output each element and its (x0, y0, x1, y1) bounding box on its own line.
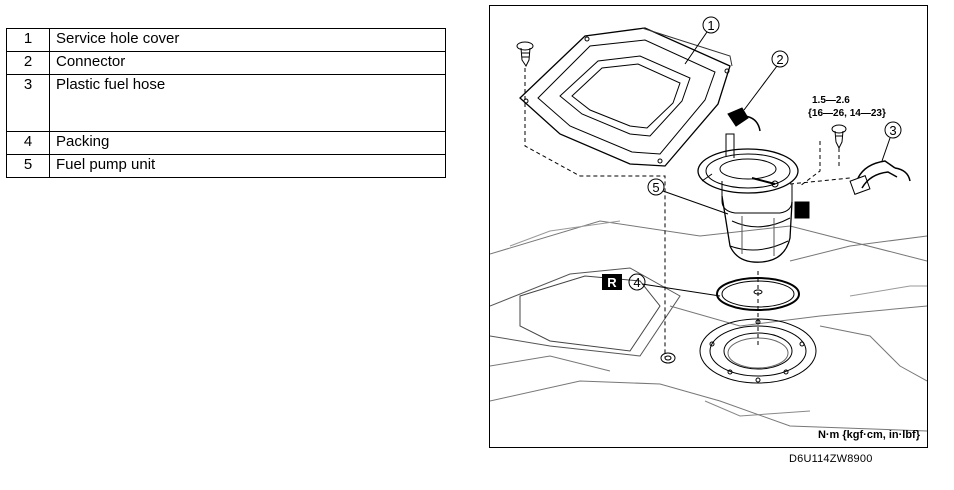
part-name: Packing (49, 131, 446, 155)
floor-hole-ring (699, 318, 817, 384)
replace-badge-label: R (607, 275, 617, 290)
part-number: 3 (6, 74, 50, 132)
parts-table: 1 Service hole cover 2 Connector 3 Plast… (6, 28, 446, 178)
callout-4: 4 (633, 275, 640, 290)
table-row: 5 Fuel pump unit (6, 154, 446, 178)
torque-value: 1.5—2.6 (812, 95, 850, 106)
table-row: 4 Packing (6, 131, 446, 155)
part-number: 4 (6, 131, 50, 155)
table-row: 3 Plastic fuel hose (6, 74, 446, 132)
service-hole-cover (519, 27, 733, 167)
part-number: 2 (6, 51, 50, 75)
replace-badge (602, 274, 622, 290)
part-number: 1 (6, 28, 50, 52)
callout-2: 2 (776, 52, 783, 67)
screw-left (516, 41, 534, 67)
table-row: 1 Service hole cover (6, 28, 446, 52)
part-name: Fuel pump unit (49, 154, 446, 178)
fuel-pump-unit (697, 133, 810, 263)
table-row: 2 Connector (6, 51, 446, 75)
screw-right (831, 124, 847, 150)
part-number: 5 (6, 154, 50, 178)
callout-5: 5 (652, 180, 659, 195)
figure-id: D6U114ZW8900 (789, 453, 873, 465)
part-name: Plastic fuel hose (49, 74, 446, 132)
callout-1: 1 (707, 18, 714, 33)
callout-3: 3 (889, 123, 896, 138)
fuel-pump-illustration: 1 2 3 5 4 R 1.5—2.6 {16—26, 14—23} N·m {… (490, 16, 927, 441)
plastic-fuel-hose (849, 160, 911, 195)
floor-marker (660, 352, 676, 364)
floor-panel-lines (490, 220, 927, 262)
exploded-view-figure: 1 2 3 5 4 R 1.5—2.6 {16—26, 14—23} N·m {… (489, 5, 928, 448)
torque-units-note: N·m {kgf·cm, in·lbf} (818, 429, 921, 441)
part-name: Connector (49, 51, 446, 75)
torque-value-alt-units: {16—26, 14—23} (808, 108, 886, 119)
part-name: Service hole cover (49, 28, 446, 52)
connector (727, 107, 761, 132)
